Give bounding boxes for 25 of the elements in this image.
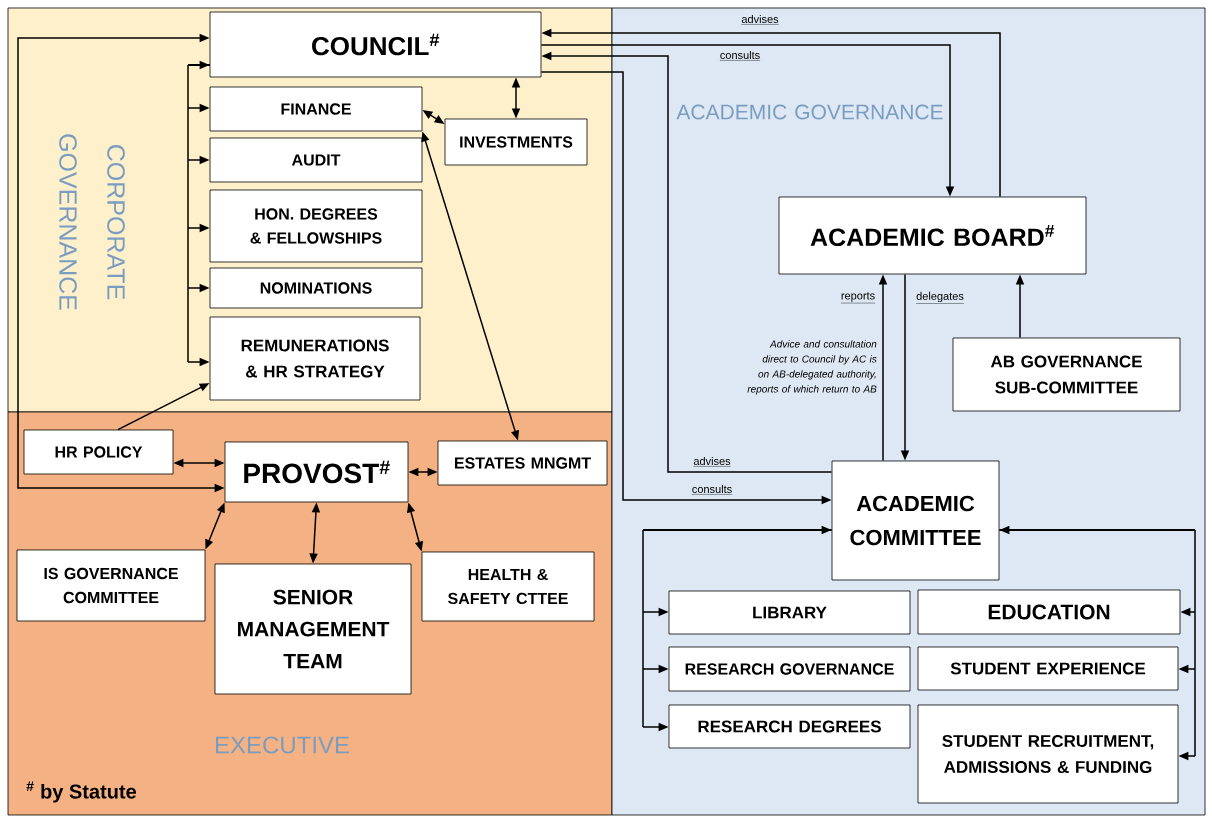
committee-box: SENIOR MANAGEMENT TEAM xyxy=(214,563,412,695)
committee-box: HEALTH & SAFETY CTTEE xyxy=(421,551,595,622)
committee-box: HON. DEGREES & FELLOWSHIPS xyxy=(209,189,423,263)
committee-box: RESEARCH DEGREES xyxy=(668,704,911,749)
committee-box: FINANCE xyxy=(209,86,423,132)
committee-box: COUNCIL$^{#}$ xyxy=(209,11,542,78)
committee-box: RESEARCH GOVERNANCE xyxy=(668,646,911,692)
committee-box: AB GOVERNANCE SUB-COMMITTEE xyxy=(952,337,1181,412)
committee-box: STUDENT EXPERIENCE xyxy=(917,646,1179,691)
footnote-text: $^{#}$ by Statute xyxy=(26,781,137,803)
committee-box: INVESTMENTS xyxy=(444,118,588,166)
committee-box: ACADEMIC COMMITTEE xyxy=(831,460,1000,581)
edge-label: reports xyxy=(839,291,877,305)
committee-box: REMUNERATIONS & HR STRATEGY xyxy=(209,316,421,401)
committee-box: ESTATES MNGMT xyxy=(437,440,608,486)
committee-box: PROVOST$^{#}$ xyxy=(224,441,409,503)
committee-box: AUDIT xyxy=(209,137,423,183)
committee-box: STUDENT RECRUITMENT, ADMISSIONS & FUNDING xyxy=(917,704,1179,804)
committee-box: IS GOVERNANCE COMMITTEE xyxy=(16,549,206,622)
note-text: Advice and consultation direct to Council by AC is on AB-delegated authority, reports of which return to AB xyxy=(747,340,877,395)
committee-box: HR POLICY xyxy=(23,429,174,475)
committee-box: NOMINATIONS xyxy=(209,267,423,309)
committee-box: EDUCATION xyxy=(917,589,1181,635)
committee-box: ACADEMIC BOARD$^{#}$ xyxy=(778,196,1087,275)
committee-box: LIBRARY xyxy=(668,590,911,635)
